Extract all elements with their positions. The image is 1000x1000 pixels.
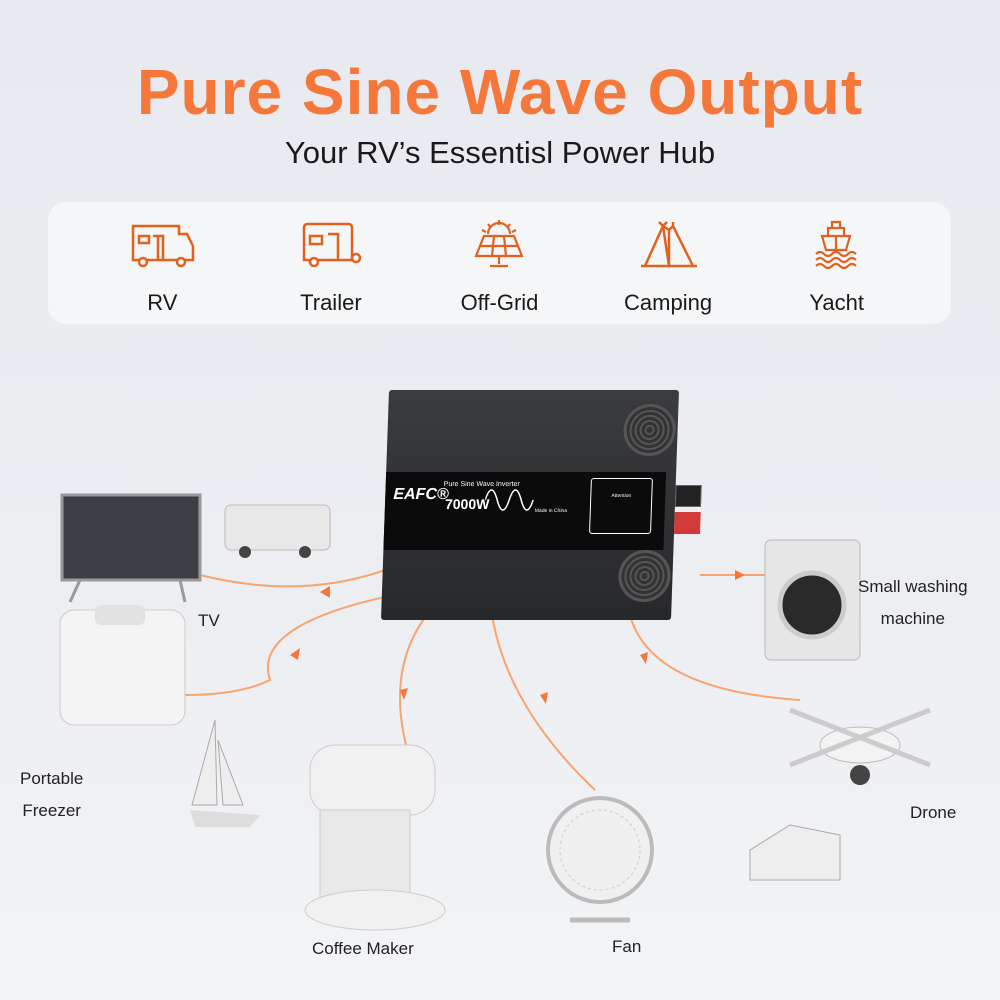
attention-box: Attention bbox=[588, 478, 653, 534]
label-coffee-maker: Coffee Maker bbox=[312, 939, 414, 958]
cable-fan bbox=[489, 599, 596, 791]
use-camping: Camping bbox=[593, 202, 743, 324]
use-rv: RV bbox=[87, 202, 237, 324]
house-image bbox=[749, 824, 841, 881]
use-trailer: Trailer bbox=[256, 202, 406, 324]
use-offgrid: Off-Grid bbox=[424, 202, 574, 324]
brand-logo: EAFC® bbox=[393, 486, 450, 503]
sine-wave-icon bbox=[484, 489, 534, 511]
power-rating: 7000W bbox=[444, 496, 490, 512]
washing-machine-image bbox=[764, 539, 861, 661]
use-label: Yacht bbox=[809, 290, 864, 315]
label-fan: Fan bbox=[612, 937, 642, 956]
page-subtitle: Your RV’s Essentisl Power Hub bbox=[284, 135, 716, 170]
arrow-icon bbox=[400, 688, 408, 700]
yacht-icon bbox=[814, 220, 857, 270]
use-label: Off-Grid bbox=[460, 290, 539, 315]
drone-image bbox=[789, 707, 931, 785]
arrow-icon bbox=[640, 652, 648, 664]
use-yacht: Yacht bbox=[762, 202, 912, 324]
solar-panel-icon bbox=[474, 220, 525, 268]
cable-freezer bbox=[184, 589, 421, 696]
page-title: Pure Sine Wave Output bbox=[136, 56, 864, 128]
cable-coffee bbox=[399, 599, 441, 761]
arrow-icon bbox=[290, 648, 300, 660]
label-washing-machine: Small washing machine bbox=[858, 577, 968, 628]
cable-tv bbox=[199, 569, 386, 588]
attention-title: Attention bbox=[611, 493, 632, 499]
made-in-text: Made in China bbox=[534, 508, 568, 514]
label-drone: Drone bbox=[910, 803, 957, 822]
tv-image bbox=[60, 493, 202, 603]
rv-icon bbox=[132, 224, 195, 268]
negative-terminal bbox=[674, 485, 702, 507]
inverter-image: EAFC® Pure Sine Wave Inverter 7000W Made… bbox=[380, 390, 702, 620]
use-label: Trailer bbox=[300, 290, 362, 315]
fan-grille-icon bbox=[622, 404, 677, 456]
positive-terminal bbox=[673, 512, 701, 534]
use-label: Camping bbox=[624, 290, 713, 315]
coffee-maker-image bbox=[304, 744, 446, 931]
label-tv: TV bbox=[198, 611, 220, 630]
use-label: RV bbox=[147, 290, 178, 315]
tent-icon bbox=[641, 221, 698, 268]
use-case-panel: RV Trailer Off-Grid Camping Yacht bbox=[48, 202, 951, 324]
rv-image bbox=[224, 504, 331, 558]
freezer-image bbox=[59, 605, 186, 726]
label-freezer: Portable Freezer bbox=[20, 769, 84, 820]
arrow-icon bbox=[320, 586, 330, 598]
fan-grille-icon bbox=[617, 550, 672, 602]
arrow-icon bbox=[735, 570, 745, 580]
sailboat-image bbox=[190, 719, 260, 827]
trailer-icon bbox=[302, 222, 362, 268]
fan-image bbox=[546, 796, 654, 923]
cable-drone bbox=[629, 614, 801, 701]
inverter-label: EAFC® Pure Sine Wave Inverter 7000W Made… bbox=[383, 472, 667, 550]
arrow-icon bbox=[540, 692, 548, 704]
